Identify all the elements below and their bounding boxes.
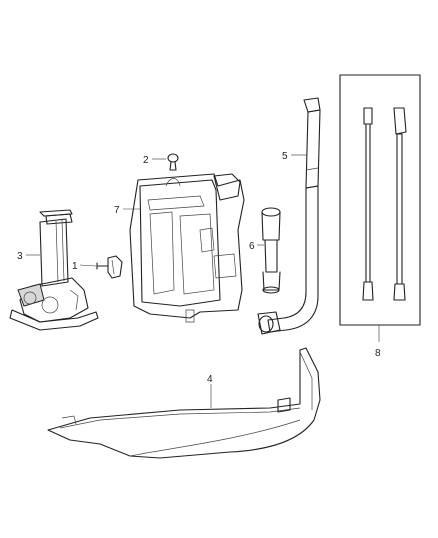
callout-6: 6 <box>249 241 255 252</box>
socket-part <box>261 207 281 294</box>
leader-lines <box>26 154 380 408</box>
tray-part <box>47 347 321 459</box>
bracket-part <box>129 173 245 323</box>
tool-handles-part <box>339 74 421 326</box>
screw-part <box>167 153 179 171</box>
callout-8: 8 <box>375 348 381 359</box>
callout-labels: 1 2 3 4 5 6 7 8 <box>17 151 381 385</box>
callout-7: 7 <box>114 205 120 216</box>
callout-2: 2 <box>143 155 149 166</box>
lug-wrench-part <box>257 97 321 335</box>
callout-4: 4 <box>207 374 213 385</box>
callout-5: 5 <box>282 151 288 162</box>
wing-bolt-part <box>96 255 123 279</box>
callout-3: 3 <box>17 251 23 262</box>
callout-1: 1 <box>72 261 78 272</box>
jack-part <box>9 209 99 331</box>
